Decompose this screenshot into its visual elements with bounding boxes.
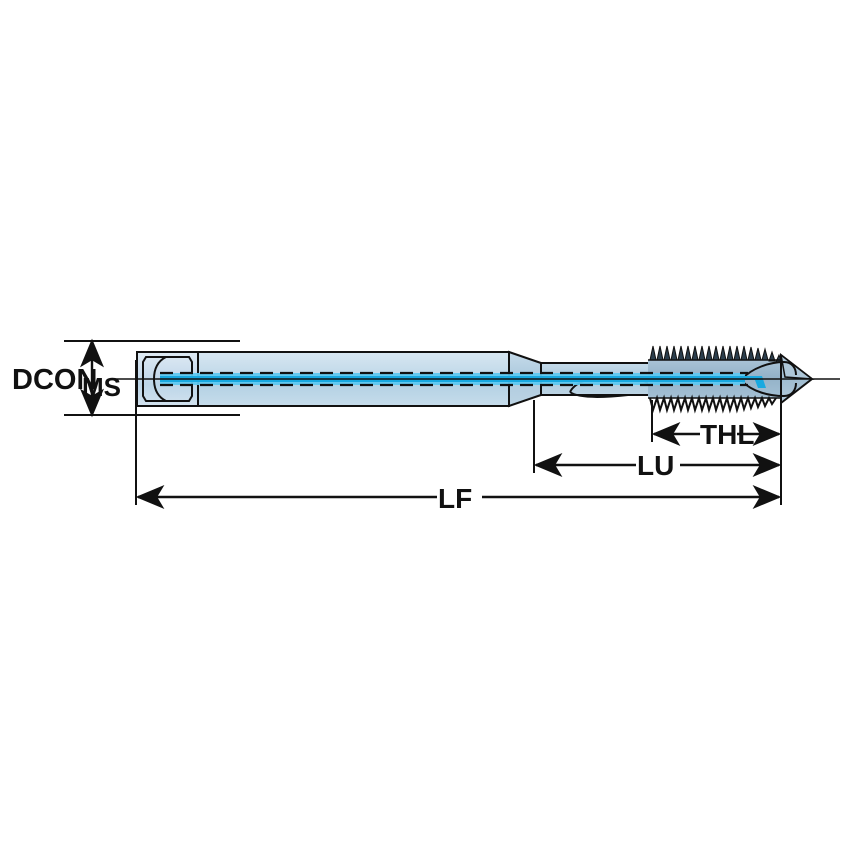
- dimension-lf: LF: [135, 360, 782, 514]
- spiral-point-gash-lower: [741, 380, 797, 398]
- dimension-thl: THL: [651, 400, 782, 450]
- flute-relief-tail: [569, 391, 629, 398]
- spiral-point-gash: [741, 360, 797, 380]
- lu-label: LU: [637, 450, 674, 481]
- tap-tool-body: [112, 345, 840, 414]
- thread-crests-top: [649, 345, 783, 363]
- lf-label: LF: [438, 483, 472, 514]
- dimension-dcon: DCON MS: [12, 338, 240, 418]
- tap-point-upper-facet: [779, 353, 815, 380]
- thread-crests-bottom: [649, 394, 777, 414]
- dimension-lu: LU: [533, 400, 782, 481]
- dcon-label: DCON: [12, 364, 97, 396]
- ms-label: MS: [82, 372, 121, 402]
- thl-label: THL: [700, 419, 754, 450]
